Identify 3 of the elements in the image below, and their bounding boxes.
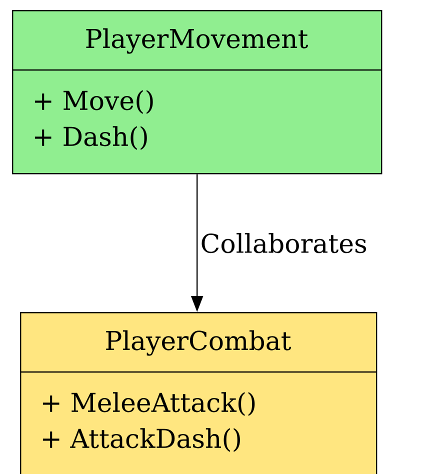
class-box: PlayerCombat + MeleeAttack() + AttackDash() [20, 312, 378, 474]
edge-label: Collaborates [199, 232, 368, 254]
class-box: PlayerMovement + Move() + Dash() [12, 10, 382, 174]
